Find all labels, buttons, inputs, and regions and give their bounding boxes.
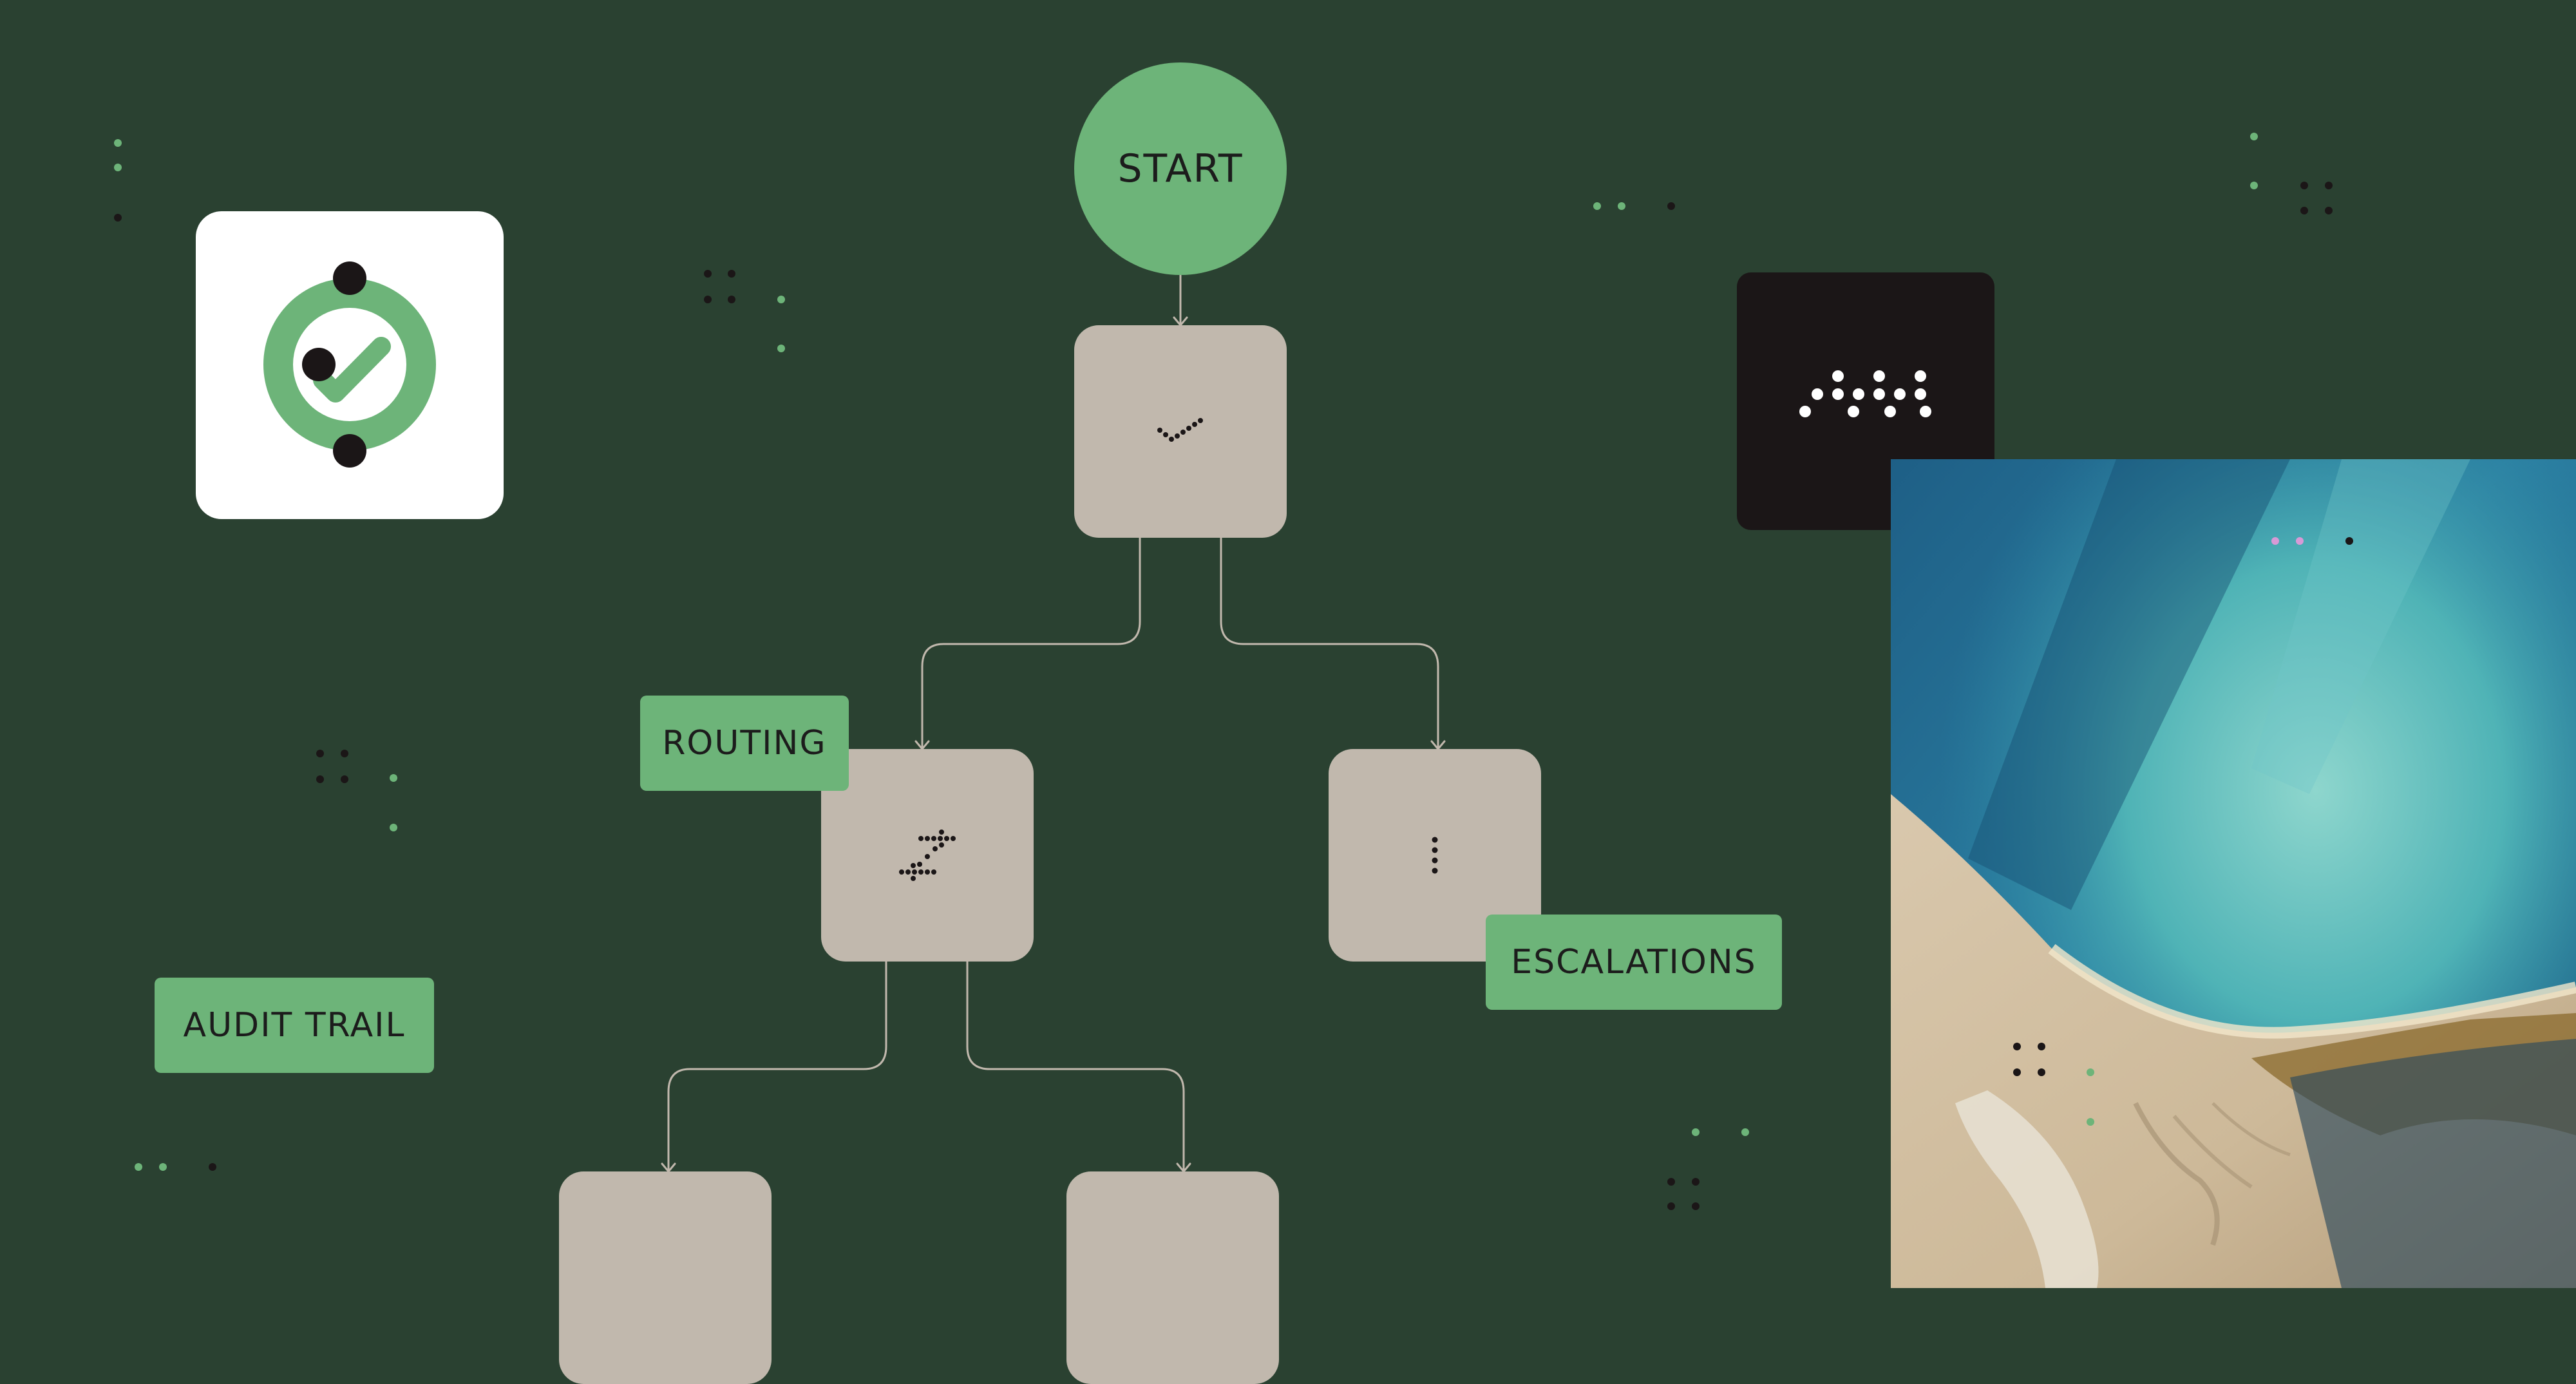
connector-approve-to-routing [921,538,1141,749]
audit-trail-tag: AUDIT TRAIL [155,978,434,1073]
connector-routing-to-right [966,962,1185,1171]
routing-tag: ROUTING [640,696,849,791]
dot-cluster-top-center-right [1593,202,1675,210]
dot-pattern-icon [1799,370,1931,417]
approve-node[interactable] [1074,325,1287,538]
dotted-swap-arrows-icon [899,829,956,881]
dot-cluster-top-left [114,139,122,171]
child-node-left[interactable] [559,1171,772,1384]
dotted-check-icon [1157,418,1203,442]
dot-cluster-mid-left [316,750,348,783]
connector-approve-to-escalations [1220,538,1439,749]
dot-cluster-bottom-left [135,1163,216,1171]
vertical-ellipsis-icon [1432,837,1438,874]
escalations-tag: ESCALATIONS [1486,915,1782,1010]
aerial-coast-image [1891,459,2576,1288]
dot-cluster-bottom-center-right [1667,1128,1749,1210]
routing-node[interactable] [821,749,1034,962]
approval-check-icon [263,261,436,468]
approval-app-card [196,211,504,519]
dot-cluster-upper-mid [704,270,735,303]
child-node-right[interactable] [1066,1171,1279,1384]
workflow-diagram-canvas: START [114,62,2576,1384]
connector-routing-to-left [667,962,887,1171]
dot-cluster-top-right [2250,133,2333,214]
aerial-coast-photo [1891,459,2576,1288]
start-node[interactable]: START [1074,62,1287,275]
